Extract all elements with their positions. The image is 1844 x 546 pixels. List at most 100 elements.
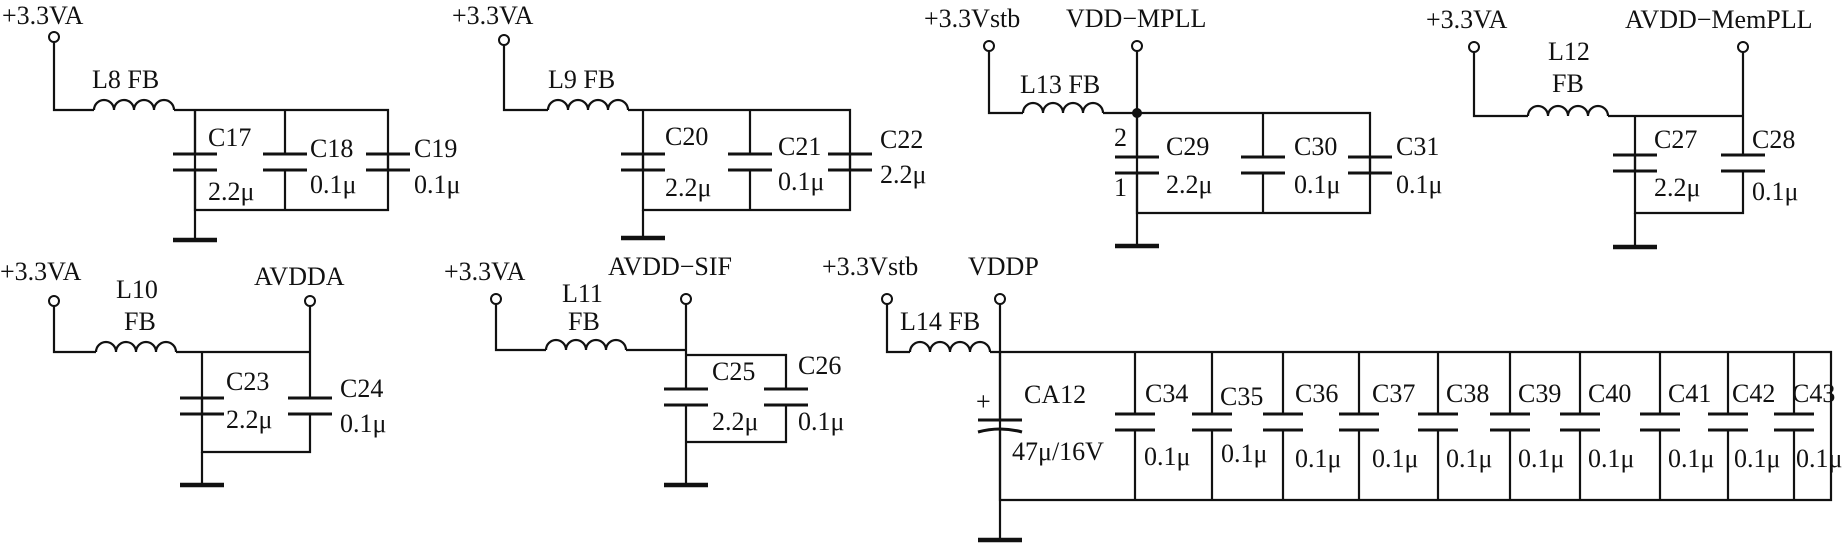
inductor-value: FB (124, 307, 156, 336)
wire (52, 306, 312, 454)
cap-value: 0.1μ (1295, 444, 1341, 473)
capacitor-ca12-curved-plate (977, 427, 1023, 434)
cap-ref: C27 (1654, 125, 1697, 154)
cap-value: 0.1μ (414, 170, 460, 199)
cap-ref: C34 (1145, 379, 1188, 408)
terminal (1131, 40, 1143, 52)
cap-ref: C36 (1295, 379, 1338, 408)
inductor-label: L8 FB (92, 65, 159, 94)
cap-value: 0.1μ (1752, 177, 1798, 206)
cap-ref: C21 (778, 132, 821, 161)
rail-label: +3.3VA (0, 257, 82, 286)
cap-value: 2.2μ (880, 160, 926, 189)
circuit-l9: +3.3VA L9 FB C20 2.2μ C21 0.1μ C22 2.2μ (452, 1, 926, 241)
cap-ref: C30 (1294, 132, 1337, 161)
terminal (1468, 41, 1480, 53)
inductor-l11 (544, 338, 628, 351)
terminal (983, 40, 995, 52)
capacitor-c30 (1241, 155, 1285, 175)
pin-number: 2 (1114, 123, 1127, 152)
terminal (994, 293, 1006, 305)
cap-ref: C26 (798, 351, 841, 380)
capacitor-c29 (1115, 155, 1159, 175)
capacitor-c34 (1115, 412, 1155, 432)
cap-ref: C29 (1166, 132, 1209, 161)
circuit-l8: +3.3VA L8 FB C17 2.2μ C18 0.1μ C19 0.1μ (2, 1, 460, 243)
rail-label: +3.3VA (1426, 5, 1508, 34)
capacitor-c26 (764, 387, 808, 407)
rail-label: +3.3Vstb (924, 4, 1020, 33)
capacitor-c31 (1348, 155, 1392, 175)
cap-value: 0.1μ (1734, 444, 1780, 473)
cap-value: 0.1μ (1588, 444, 1634, 473)
cap-ref: C40 (1588, 379, 1631, 408)
inductor-l8 (92, 98, 176, 111)
terminal (304, 295, 316, 307)
cap-ref: C18 (310, 134, 353, 163)
cap-value: 0.1μ (340, 409, 386, 438)
cap-value: 0.1μ (1221, 439, 1267, 468)
terminal (1737, 41, 1749, 53)
capacitor-c18 (263, 152, 307, 172)
circuit-l10: +3.3VA AVDDA L10 FB C23 2.2μ C24 0.1μ (0, 257, 386, 488)
cap-ref: C39 (1518, 379, 1561, 408)
wire (494, 304, 788, 485)
cap-value: 0.1μ (1294, 170, 1340, 199)
circuit-l13: +3.3Vstb VDD−MPLL L13 FB 2 1 C29 2.2μ C3… (924, 4, 1442, 249)
capacitor-c19 (366, 152, 410, 172)
rail-label: AVDDA (254, 262, 345, 291)
pin-number: 1 (1114, 173, 1127, 202)
terminal (498, 34, 510, 46)
cap-ref: C35 (1220, 382, 1263, 411)
cap-ref: C19 (414, 134, 457, 163)
capacitor-c21 (728, 152, 772, 172)
cap-value: 2.2μ (712, 407, 758, 436)
capacitor-c28 (1721, 153, 1765, 173)
inductor-label: L14 FB (900, 307, 980, 336)
cap-value: 0.1μ (778, 167, 824, 196)
cap-value: 0.1μ (1372, 444, 1418, 473)
rail-label: +3.3VA (444, 257, 526, 286)
inductor-label: L9 FB (548, 65, 615, 94)
cap-value: 0.1μ (1796, 444, 1842, 473)
cap-ref: C25 (712, 357, 755, 386)
cap-value: 47μ/16V (1012, 437, 1104, 466)
rail-label: AVDD−SIF (608, 252, 732, 281)
capacitor-c24 (288, 396, 332, 416)
circuit-l14: +3.3Vstb VDDP L14 FB + CA12 47μ/16V C34 … (822, 252, 1842, 543)
terminal (48, 31, 60, 43)
inductor-ref: L11 (562, 279, 603, 308)
terminal (881, 293, 893, 305)
inductor-l12 (1526, 104, 1610, 117)
cap-ref: C42 (1732, 379, 1775, 408)
cap-ref: C20 (665, 122, 708, 151)
capacitor-c40 (1560, 412, 1600, 432)
wire (502, 45, 852, 212)
capacitor-c38 (1418, 412, 1458, 432)
inductor-l10 (94, 340, 178, 353)
capacitor-c17 (173, 152, 217, 172)
capacitor-c25 (664, 387, 708, 407)
terminal (680, 293, 692, 305)
rail-label: VDDP (968, 252, 1039, 281)
cap-ref: C23 (226, 367, 269, 396)
cap-ref: C43 (1792, 379, 1835, 408)
capacitor-c37 (1339, 412, 1379, 432)
cap-value: 0.1μ (310, 170, 356, 199)
capacitor-c36 (1263, 412, 1303, 432)
cap-value: 0.1μ (1144, 442, 1190, 471)
cap-value: 0.1μ (1668, 444, 1714, 473)
cap-value: 2.2μ (1166, 170, 1212, 199)
cap-value: 2.2μ (208, 177, 254, 206)
terminal (48, 295, 60, 307)
rail-label: +3.3VA (452, 1, 534, 30)
inductor-l14 (908, 340, 992, 353)
inductor-ref: L12 (1548, 37, 1590, 66)
cap-ref: C17 (208, 123, 251, 152)
cap-value: 2.2μ (665, 173, 711, 202)
inductor-label: L13 FB (1020, 70, 1100, 99)
cap-ref: C31 (1396, 132, 1439, 161)
cap-ref: C38 (1446, 379, 1489, 408)
capacitor-c20 (621, 152, 665, 172)
